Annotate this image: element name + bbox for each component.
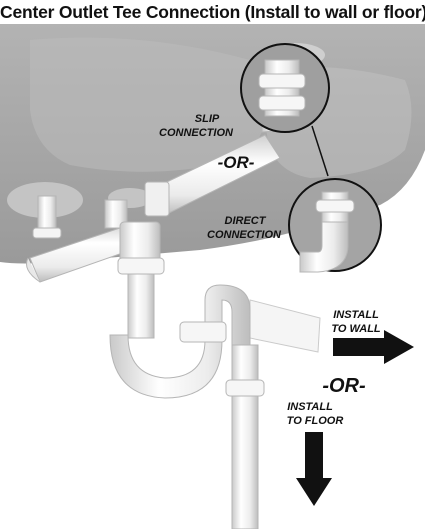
left-slip-nut [32, 227, 62, 239]
direct-connection-callout [288, 178, 382, 273]
center-outlet-tee [119, 221, 161, 263]
slip-label-line1: SLIP [195, 113, 220, 125]
trap-arm-to-wall [249, 299, 321, 353]
install-to-floor-arrow [296, 432, 332, 506]
drain-piping [26, 69, 321, 529]
direct-label-line2: CONNECTION [207, 229, 282, 241]
center-tailpiece [104, 199, 128, 229]
floor-drain-pipe [231, 344, 259, 529]
floor-label-line2: TO FLOOR [287, 415, 344, 427]
slip-connection-callout [240, 43, 330, 177]
trap-slip-nut [117, 257, 165, 275]
sink-bowl-left [30, 37, 269, 172]
diagram-title: Center Outlet Tee Connection (Install to… [0, 2, 425, 22]
or-mid-label: -OR- [322, 375, 366, 397]
p-trap-bend [109, 284, 251, 399]
wall-label-line1: INSTALL [333, 309, 379, 321]
tee-top-nut [144, 181, 170, 217]
wall-label-line2: TO WALL [331, 323, 381, 335]
direct-label-line1: DIRECT [225, 215, 267, 227]
or-top-label: -OR- [218, 153, 255, 172]
slip-label-line2: CONNECTION [159, 127, 234, 139]
floor-pipe-nut [225, 379, 265, 397]
floor-label-line1: INSTALL [287, 401, 333, 413]
install-to-wall-arrow [333, 330, 414, 364]
trap-union-nut [179, 321, 227, 343]
